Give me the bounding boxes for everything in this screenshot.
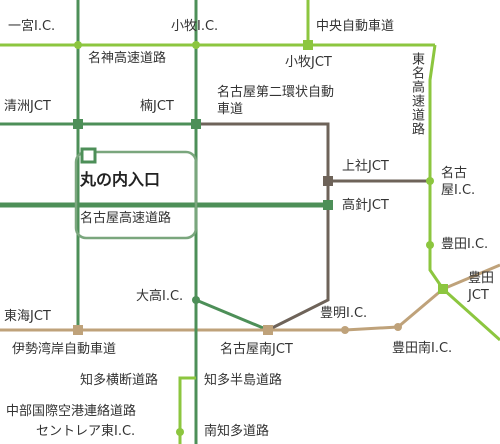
isewangan-expressway-label: 伊勢湾岸自動車道 <box>12 342 117 357</box>
ichinomiya-ic-node <box>74 41 82 49</box>
toyota-jct-node <box>438 284 448 294</box>
nagoya-minami-jct-label: 名古屋南JCT <box>220 342 293 357</box>
ichinomiya-ic-label: 一宮I.C. <box>8 19 56 34</box>
tomei-expressway-label: 東名高速道路 <box>409 52 424 136</box>
komaki-jct-node <box>303 40 313 50</box>
komaki-ic-label: 小牧I.C. <box>171 19 219 34</box>
centrair-higashi-ic-label: セントレア東I.C. <box>36 424 136 439</box>
isewangan-expressway-line <box>0 263 500 332</box>
komaki-ic-node <box>192 41 200 49</box>
nagoya-minami-jct-node <box>263 325 273 335</box>
tokai-jct-node <box>73 325 83 335</box>
chita-hanto-road-label: 知多半島道路 <box>204 373 283 388</box>
kamiyashiro-jct-label: 上社JCT <box>342 159 389 174</box>
toyota-ic-node <box>426 241 434 249</box>
kamiyashiro-jct-node <box>323 176 333 186</box>
komaki-jct-label: 小牧JCT <box>285 55 332 70</box>
toyoake-ic-label: 豊明I.C. <box>320 306 368 321</box>
centrair-higashi-ic-node <box>176 428 184 436</box>
nagoya-ic-label: 名古屋I.C. <box>441 166 476 198</box>
chita-odan-road-label: 知多横断道路 <box>80 373 159 388</box>
nagoya-ic-node <box>426 177 434 185</box>
kusunoki-jct-label: 楠JCT <box>140 99 174 114</box>
second-ring-label: 名古屋第二環状自動車道 <box>217 85 335 117</box>
kiyosu-jct-node <box>73 119 83 129</box>
marunouchi-entrance-label: 丸の内入口 <box>80 170 161 189</box>
kiyosu-jct-label: 清洲JCT <box>4 99 51 114</box>
meishin-expressway-label: 名神高速道路 <box>88 51 167 66</box>
second-ring-line <box>196 122 330 332</box>
odaka-ic-label: 大高I.C. <box>136 289 184 304</box>
chuo-expressway-label: 中央自動車道 <box>316 19 395 34</box>
toyota-minami-ic-label: 豊田南I.C. <box>392 341 453 356</box>
takabari-jct-label: 高針JCT <box>342 198 389 213</box>
toyoake-ic-node <box>341 326 349 334</box>
chubu-airport-road-label: 中部国際空港連絡道路 <box>6 404 137 419</box>
marunouchi-highlight-box <box>74 150 198 240</box>
toyota-minami-ic-node <box>394 323 402 331</box>
minami-chita-road-label: 南知多道路 <box>204 424 270 439</box>
chita-odan-line <box>178 376 196 444</box>
kusunoki-jct-node <box>191 119 201 129</box>
takabari-jct-node <box>323 200 333 210</box>
toyota-ic-label: 豊田I.C. <box>441 237 489 252</box>
odaka-ic-node <box>192 296 200 304</box>
toyota-jct-label: 豊田JCT <box>468 271 495 303</box>
marunouchi-entrance-node <box>80 147 97 164</box>
tokai-jct-label: 東海JCT <box>4 309 51 324</box>
nagoya-expressway-label: 名古屋高速道路 <box>80 211 172 226</box>
odaka-link-line <box>195 298 269 332</box>
